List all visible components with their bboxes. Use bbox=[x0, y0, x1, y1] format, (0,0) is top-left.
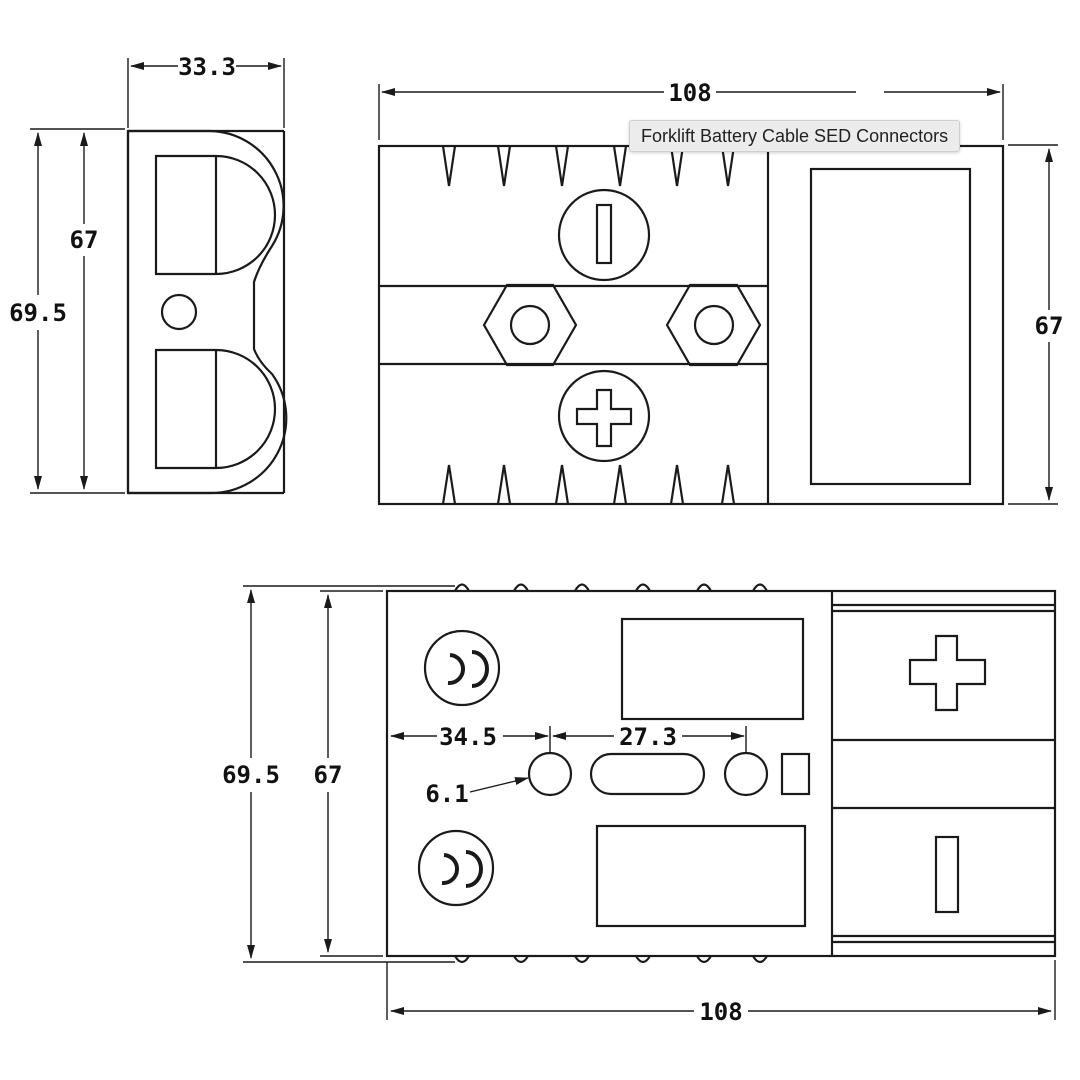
front-view: 108 67 bbox=[377, 79, 1064, 506]
hole-spacing-label: 27.3 bbox=[619, 723, 677, 751]
bottom-view: 69.5 67 108 bbox=[222, 583, 1057, 1026]
front-width-label: 108 bbox=[668, 79, 711, 107]
bottom-height-outer-label: 69.5 bbox=[222, 761, 280, 789]
hole-offset-label: 34.5 bbox=[439, 723, 497, 751]
hole-diameter-label: 6.1 bbox=[425, 780, 468, 808]
bottom-height-inner-label: 67 bbox=[314, 761, 343, 789]
side-height-outer-label: 69.5 bbox=[9, 299, 67, 327]
front-height-label: 67 bbox=[1035, 312, 1064, 340]
bottom-width-label: 108 bbox=[699, 998, 742, 1026]
image-title-tooltip: Forklift Battery Cable SED Connectors bbox=[629, 120, 961, 152]
side-view: 33.3 69.5 67 bbox=[9, 53, 288, 495]
side-width-label: 33.3 bbox=[178, 53, 236, 81]
side-height-inner-label: 67 bbox=[70, 226, 99, 254]
